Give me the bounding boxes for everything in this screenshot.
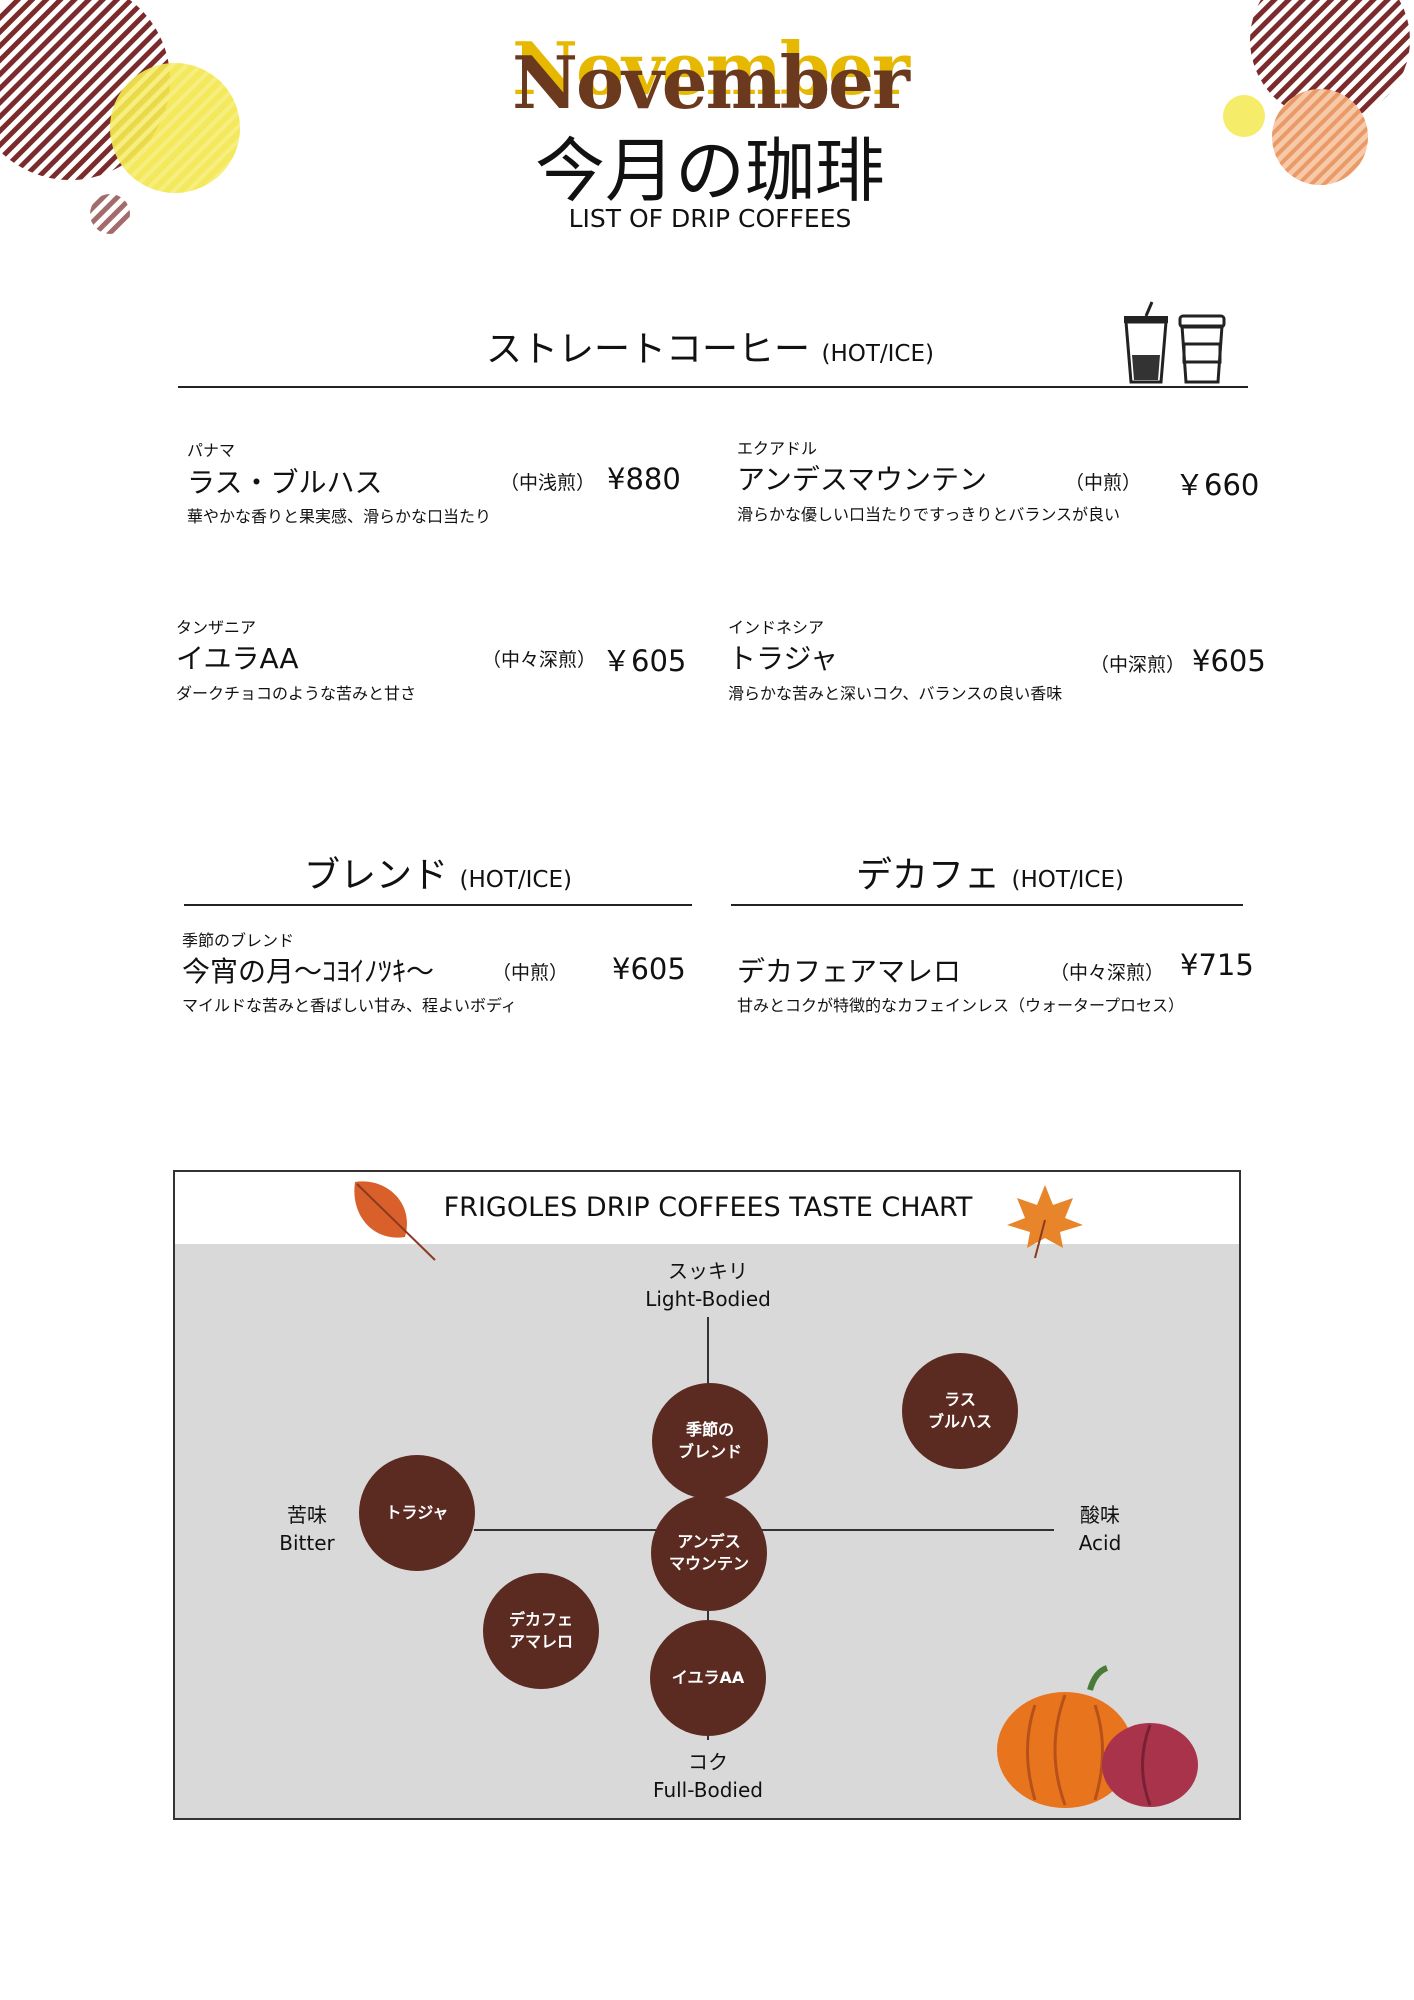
decorative-circles-right (1223, 0, 1410, 185)
item-price: ¥880 (607, 462, 681, 496)
item-name: トラジャ (728, 642, 839, 675)
item-name: イユラAA (176, 642, 299, 675)
divider (184, 904, 692, 906)
item-name: デカフェアマレロ (737, 955, 962, 988)
maple-leaf-icon (1007, 1185, 1083, 1259)
item-name: 今宵の月〜ｺﾖｲﾉﾂｷ〜 (182, 955, 435, 988)
item-name: アンデスマウンテン (737, 463, 988, 496)
item-origin: パナマ (187, 441, 236, 460)
item-roast: （中々深煎） (1050, 962, 1165, 984)
item-origin: タンザニア (176, 618, 257, 637)
bubble-toraja: トラジャ (359, 1455, 475, 1571)
item-roast: （中煎） (1065, 472, 1142, 494)
item-roast: （中々深煎） (482, 649, 597, 671)
item-origin: 季節のブレンド (182, 931, 295, 950)
item-description: 甘みとコクが特徴的なカフェインレス（ウォータープロセス） (737, 996, 1185, 1015)
item-roast: （中煎） (492, 962, 569, 984)
item-description: マイルドな苦みと香ばしい甘み、程よいボディ (182, 996, 517, 1015)
item-description: ダークチョコのような苦みと甘さ (176, 684, 417, 703)
section-title-decaf: デカフェ (HOT/ICE) (856, 855, 1124, 896)
item-price: ¥605 (1192, 644, 1266, 678)
bubble-iyula-aa: イユラAA (650, 1620, 766, 1736)
pumpkin-icon (997, 1665, 1198, 1808)
item-roast: （中浅煎） (500, 472, 596, 494)
axis-horizontal (474, 1529, 1054, 1531)
taste-chart-title: FRIGOLES DRIP COFFEES TASTE CHART (443, 1192, 973, 1223)
item-price: ￥660 (1175, 468, 1260, 502)
item-roast: （中深煎） (1090, 654, 1186, 676)
section-title-straight: ストレートコーヒー (HOT/ICE) (486, 329, 934, 370)
item-description: 華やかな香りと果実感、滑らかな口当たり (187, 507, 492, 526)
page-title: 今月の珈琲 (535, 130, 885, 212)
month-logo: November (512, 40, 910, 125)
item-origin: エクアドル (737, 439, 818, 458)
item-origin: インドネシア (728, 618, 825, 637)
bubble-andes-mountain: アンデス マウンテン (651, 1495, 767, 1611)
decorative-circles-left (0, 0, 240, 234)
item-description: 滑らかな苦みと深いコク、バランスの良い香味 (728, 684, 1063, 703)
item-price: ￥605 (602, 644, 687, 678)
item-name: ラス・ブルハス (187, 466, 383, 499)
section-title-blend: ブレンド (HOT/ICE) (304, 855, 572, 896)
divider (731, 904, 1243, 906)
page-subtitle: LIST OF DRIP COFFEES (568, 204, 852, 233)
coffee-cups-icon (1124, 301, 1226, 384)
bubble-las-brujas: ラス ブルハス (902, 1353, 1018, 1469)
autumn-leaf-icon (354, 1181, 436, 1261)
bubble-seasonal-blend: 季節の ブレンド (652, 1383, 768, 1499)
bubble-decaf-amarelo: デカフェ アマレロ (483, 1573, 599, 1689)
item-price: ¥715 (1180, 948, 1254, 982)
item-description: 滑らかな優しい口当たりですっきりとバランスが良い (737, 505, 1121, 524)
item-price: ¥605 (612, 952, 686, 986)
divider (178, 386, 1248, 388)
